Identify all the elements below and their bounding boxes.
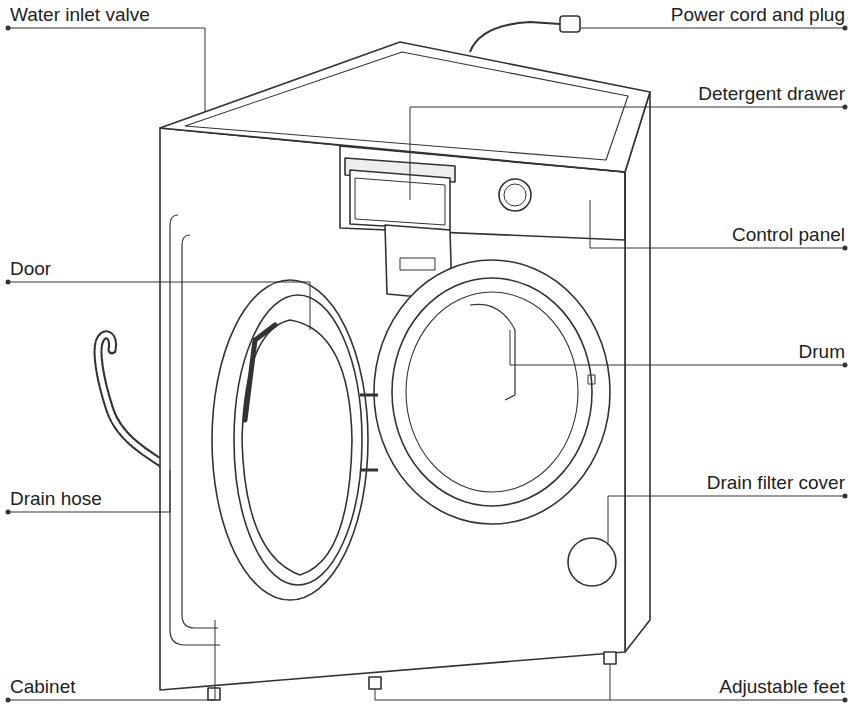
leader-line: [610, 664, 611, 700]
foot-symbol: [208, 688, 220, 700]
leader-dot: [6, 26, 11, 31]
leader-line: [590, 200, 845, 248]
door-frame: [212, 280, 368, 600]
part-label: Door: [10, 258, 51, 280]
part-label: Detergent drawer: [698, 83, 845, 105]
drum-opening: [406, 292, 578, 492]
control-knob: [499, 179, 531, 211]
control-knob-inner: [504, 184, 526, 206]
leader-dot: [6, 510, 11, 515]
door-rim: [234, 295, 362, 585]
leader-line: [410, 107, 845, 200]
door-lock: [588, 375, 595, 384]
cabinet-front: [160, 128, 625, 690]
leader-line: [8, 282, 310, 330]
leader-dots: [6, 26, 848, 703]
foot-symbol: [369, 677, 381, 689]
cabinet-side: [625, 92, 650, 652]
leader-line: [580, 28, 845, 29]
leader-dot: [843, 26, 848, 31]
part-label: Cabinet: [10, 676, 76, 698]
part-label: Water inlet valve: [10, 4, 150, 26]
leader-lines: [8, 28, 845, 700]
control-panel-outline: [340, 146, 625, 240]
door-hinge: [360, 469, 378, 472]
drum-ring: [374, 260, 610, 524]
leader-line: [8, 470, 170, 512]
door-handle: [245, 325, 275, 420]
foot-symbol: [604, 652, 616, 664]
leader-line: [8, 28, 205, 112]
leader-dot: [843, 363, 848, 368]
plug-symbol: [560, 16, 580, 32]
leader-dot: [6, 698, 11, 703]
drawer-handle: [400, 258, 435, 270]
power-cord: [470, 22, 560, 52]
part-label: Adjustable feet: [719, 676, 845, 698]
leader-dot: [843, 246, 848, 251]
leader-dot: [843, 494, 848, 499]
part-label: Drain hose: [10, 488, 102, 510]
drum-paddle: [470, 304, 515, 400]
top-inset: [185, 52, 628, 160]
drum-ring-inner: [392, 278, 592, 506]
leader-dot: [843, 698, 848, 703]
drain-filter-symbol: [568, 538, 616, 586]
door-hinge: [360, 394, 378, 397]
leader-dot: [843, 105, 848, 110]
door-glass: [242, 320, 352, 575]
drawer-body: [350, 170, 450, 230]
drawer-compartment: [355, 178, 445, 225]
leader-line: [8, 620, 215, 700]
part-label: Drain filter cover: [707, 472, 845, 494]
part-label: Power cord and plug: [671, 4, 845, 26]
leader-line: [608, 496, 845, 545]
leader-line: [510, 330, 845, 365]
part-label: Drum: [799, 341, 845, 363]
leader-dot: [6, 280, 11, 285]
part-label: Control panel: [732, 224, 845, 246]
